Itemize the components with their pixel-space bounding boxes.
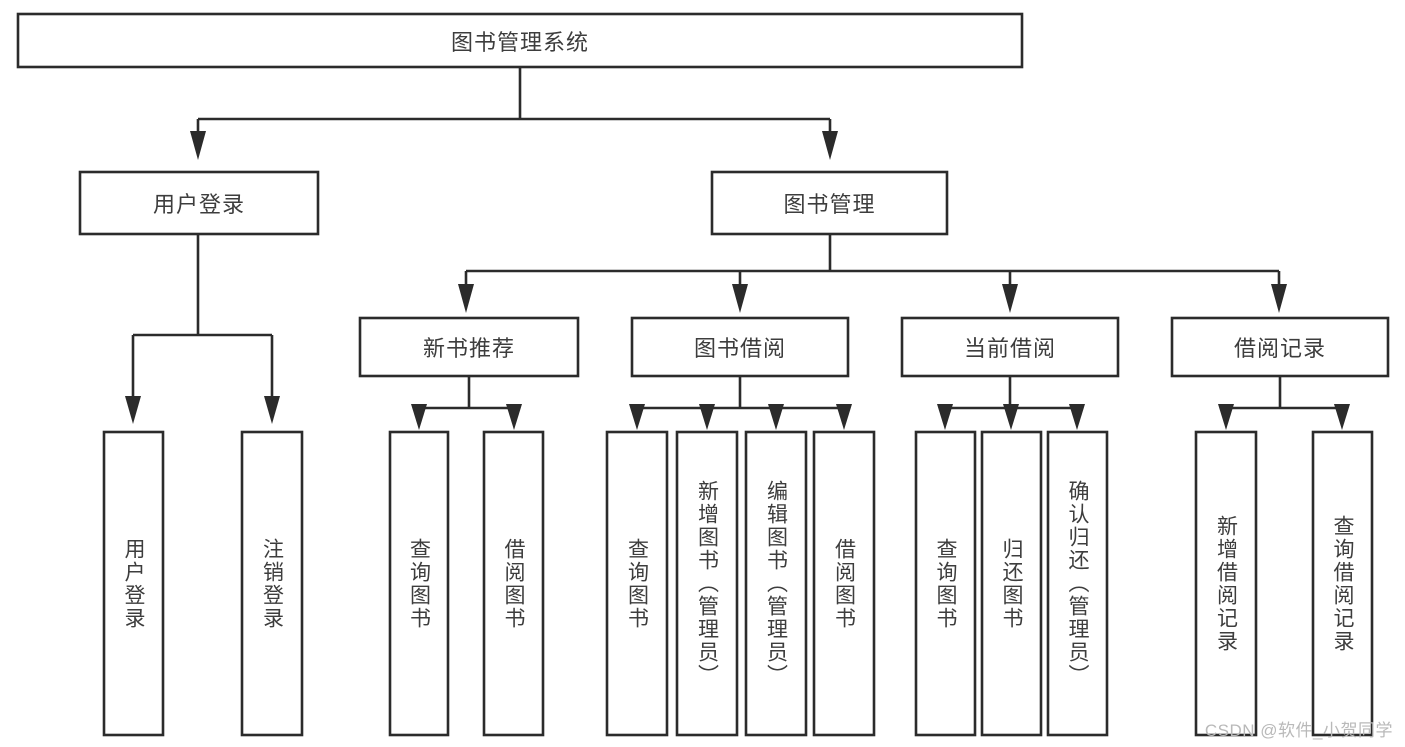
- arrow-user-login-leaf-2: [264, 396, 280, 424]
- node-box-current-borrow[interactable]: [900, 316, 1120, 378]
- arrow-bookborrow-leaf-3: [768, 404, 784, 430]
- node-box-user-login[interactable]: [78, 170, 320, 236]
- arrow-borrowrecord-leaf-1: [1218, 404, 1234, 430]
- leaf-box-current-borrow-1[interactable]: [914, 430, 977, 737]
- leaf-box-borrow-record-2[interactable]: [1311, 430, 1374, 737]
- arrow-bm-to-new-book: [458, 284, 474, 313]
- arrow-borrowrecord-leaf-2: [1334, 404, 1350, 430]
- node-box-new-book-recommend[interactable]: [358, 316, 580, 378]
- connector-group-book-manage: [458, 234, 1287, 313]
- arrow-newbook-leaf-1: [411, 404, 427, 430]
- connector-group-root: [190, 67, 838, 160]
- arrow-user-login-leaf-1: [125, 396, 141, 424]
- connector-group-new-book: [411, 376, 522, 430]
- node-box-book-manage[interactable]: [710, 170, 949, 236]
- leaf-box-current-borrow-2[interactable]: [980, 430, 1043, 737]
- arrow-bookborrow-leaf-4: [836, 404, 852, 430]
- leaf-box-book-borrow-1[interactable]: [605, 430, 669, 737]
- connector-group-current-borrow: [937, 376, 1085, 430]
- leaf-box-user-login-2[interactable]: [240, 430, 304, 737]
- arrow-bm-to-borrow-record: [1271, 284, 1287, 313]
- leaf-box-book-borrow-3[interactable]: [744, 430, 808, 737]
- arrow-currentborrow-leaf-2: [1003, 404, 1019, 430]
- leaf-box-borrow-record-1[interactable]: [1194, 430, 1258, 737]
- connector-group-book-borrow: [629, 376, 852, 430]
- arrow-bm-to-current-borrow: [1002, 284, 1018, 313]
- leaf-box-new-book-1[interactable]: [388, 430, 450, 737]
- arrow-newbook-leaf-2: [506, 404, 522, 430]
- arrow-root-to-user-login: [190, 131, 206, 160]
- leaf-box-current-borrow-3[interactable]: [1046, 430, 1109, 737]
- connector-group-user-login: [125, 234, 280, 424]
- leaf-box-new-book-2[interactable]: [482, 430, 545, 737]
- node-box-book-borrow[interactable]: [630, 316, 850, 378]
- arrow-root-to-book-manage: [822, 131, 838, 160]
- connector-group-borrow-record: [1218, 376, 1350, 430]
- leaf-box-user-login-1[interactable]: [102, 430, 165, 737]
- arrow-bm-to-book-borrow: [732, 284, 748, 313]
- node-box-root[interactable]: [16, 12, 1024, 69]
- leaf-box-book-borrow-2[interactable]: [675, 430, 739, 737]
- arrow-bookborrow-leaf-1: [629, 404, 645, 430]
- node-box-borrow-record[interactable]: [1170, 316, 1390, 378]
- arrow-currentborrow-leaf-1: [937, 404, 953, 430]
- arrow-bookborrow-leaf-2: [699, 404, 715, 430]
- arrow-currentborrow-leaf-3: [1069, 404, 1085, 430]
- leaf-box-book-borrow-4[interactable]: [812, 430, 876, 737]
